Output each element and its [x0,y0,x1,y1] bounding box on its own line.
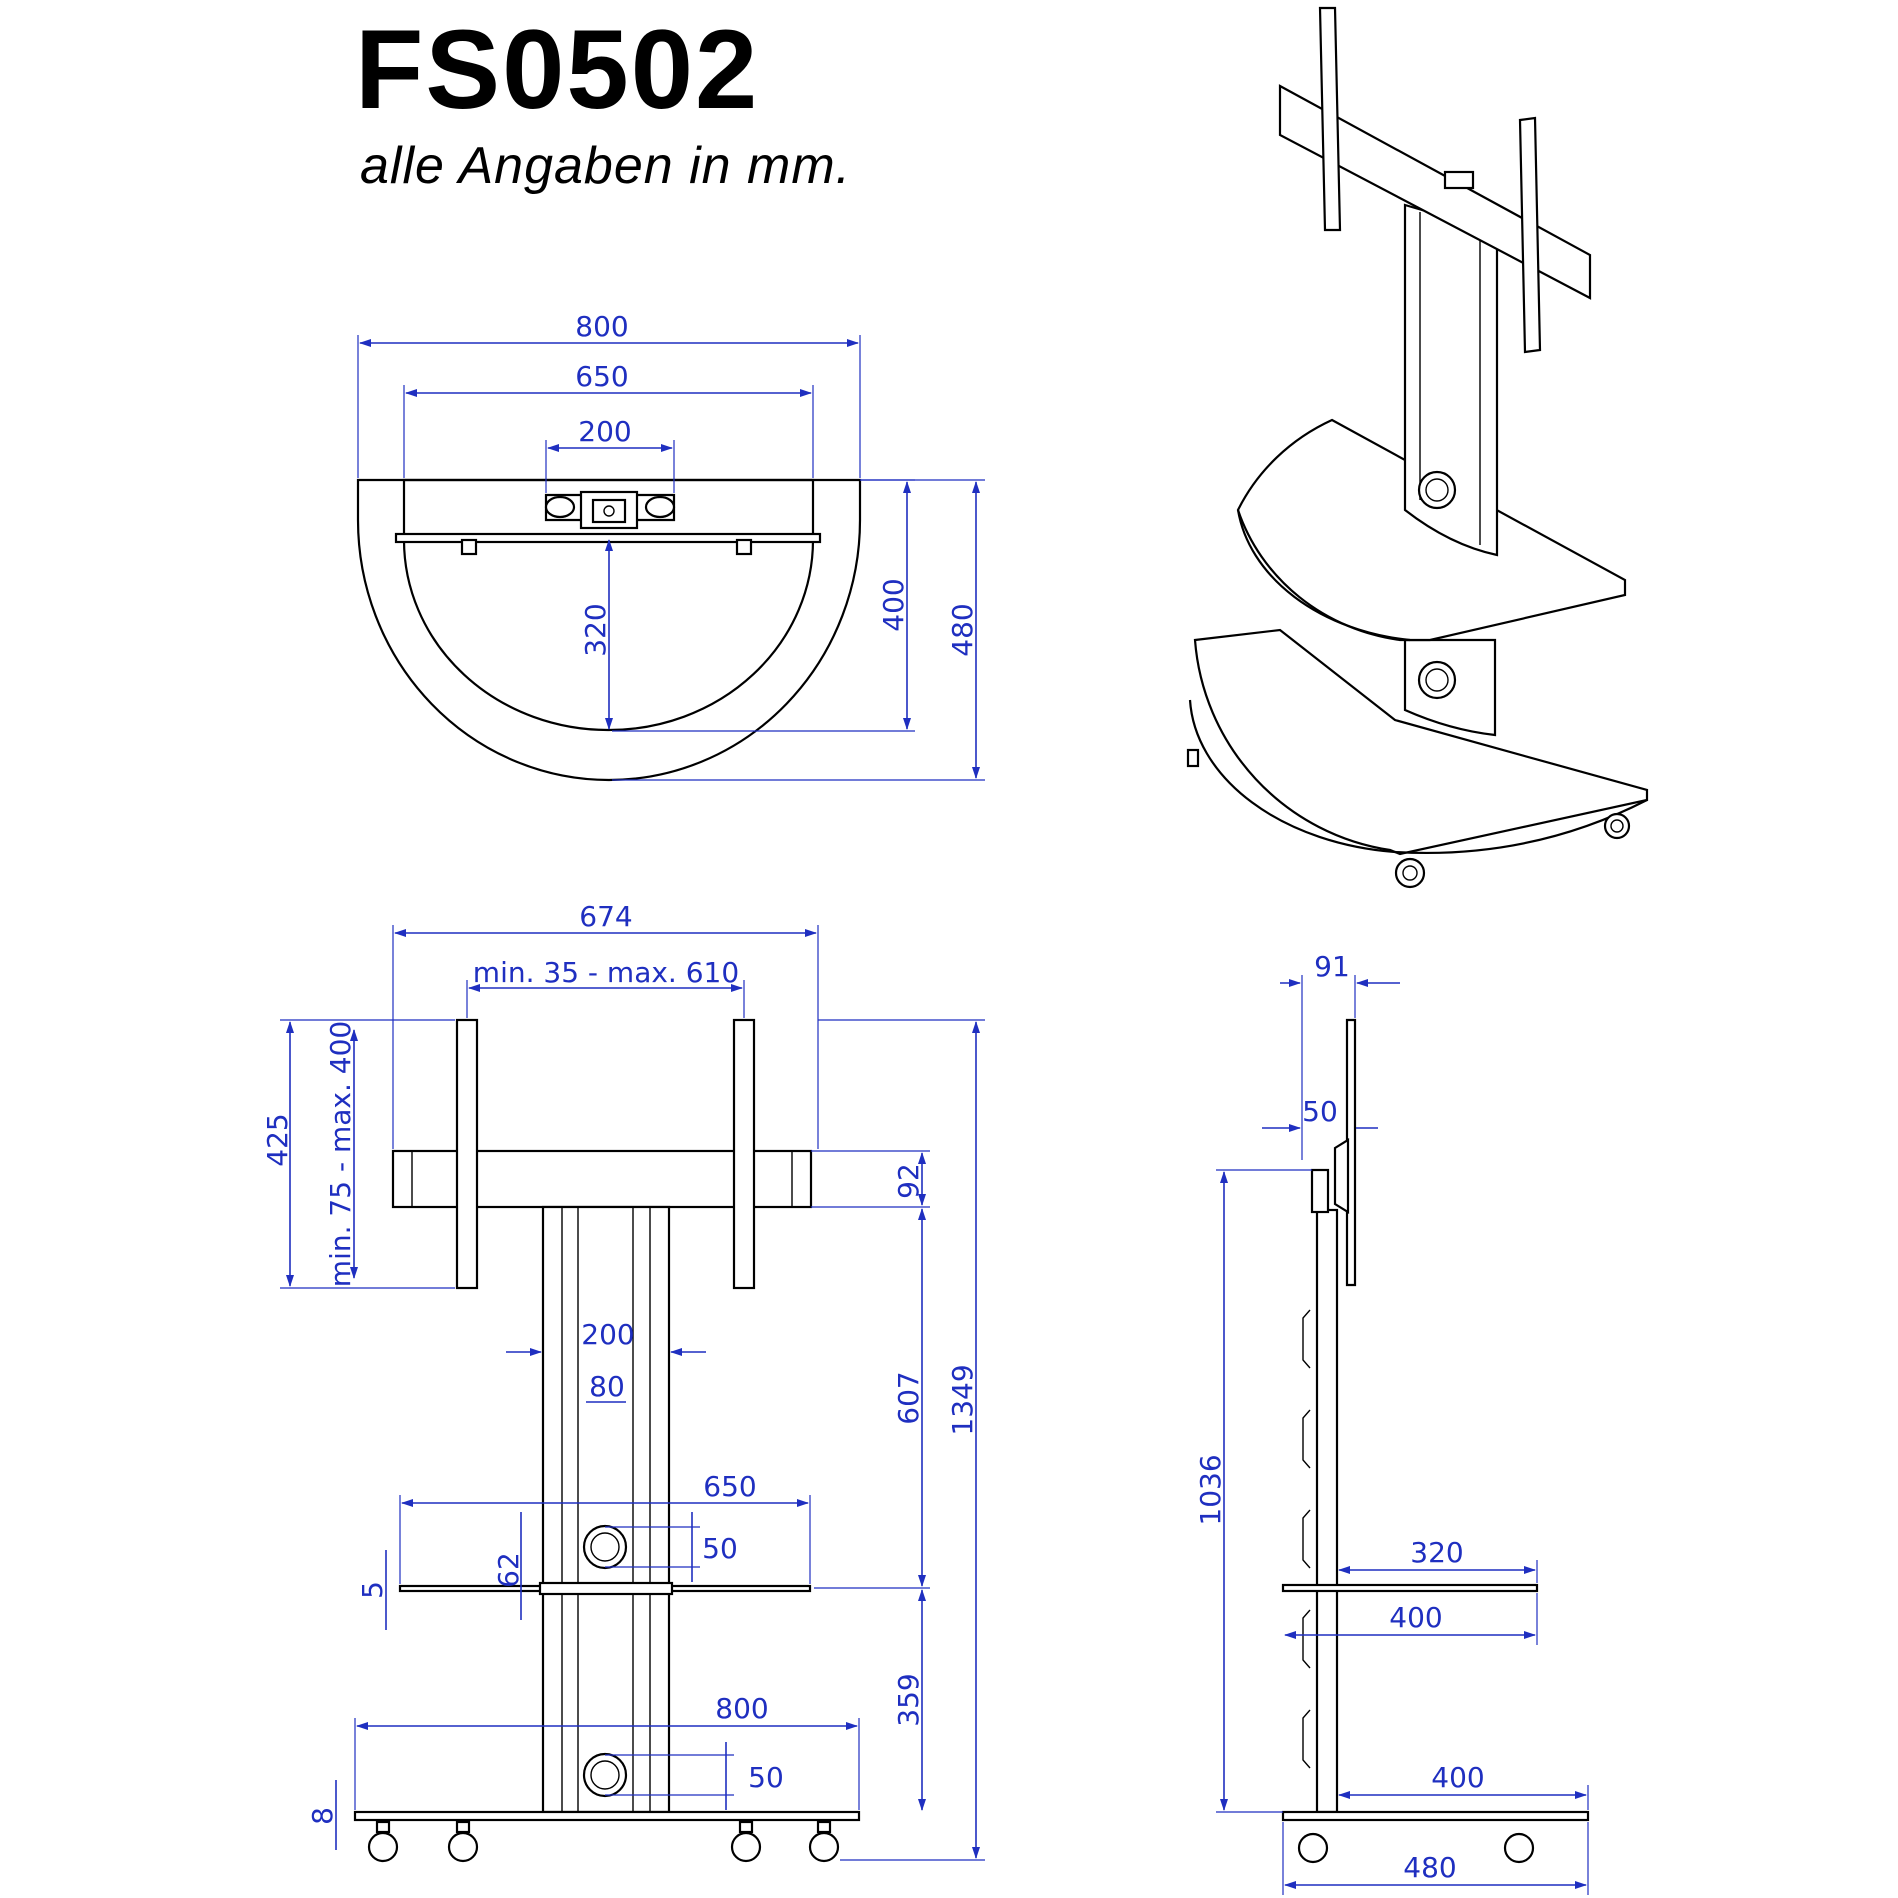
dim-front-425: 425 [261,1113,294,1166]
dim-front-hole-lower: 50 [748,1761,784,1794]
dim-front-vesa-v: min. 75 - max. 400 [324,1021,357,1287]
dim-front-359: 359 [892,1673,925,1726]
dim-front-800: 800 [715,1692,768,1725]
front-view: 674 min. 35 - max. 610 425 min. 75 - max… [261,900,985,1863]
isometric-view [1186,6,1649,889]
dim-side-91: 91 [1314,950,1350,983]
dim-front-hole-upper: 50 [702,1532,738,1565]
dim-top-480: 480 [946,603,979,656]
top-shelf-inner [402,478,815,732]
model-title: FS0502 [355,7,760,132]
dim-side-320: 320 [1410,1536,1463,1569]
dim-top-320: 320 [579,603,612,656]
dim-front-607: 607 [892,1371,925,1424]
front-bracket-right [732,1018,756,1290]
iso-crossbar [1278,84,1592,300]
front-bracket-left [455,1018,479,1290]
dim-front-1349: 1349 [946,1364,979,1435]
dim-front-8: 8 [306,1807,339,1825]
dim-front-92: 92 [892,1163,925,1199]
dim-top-400: 400 [877,578,910,631]
top-shelf-outline [356,478,862,782]
dim-front-80: 80 [589,1370,625,1403]
dim-side-1036: 1036 [1194,1454,1227,1525]
dim-side-base-400: 400 [1431,1761,1484,1794]
side-view: 91 50 1036 320 400 400 480 [1194,950,1590,1895]
iso-bracket-right [1518,116,1542,354]
side-base [1281,1810,1590,1822]
dim-side-400: 400 [1389,1601,1442,1634]
top-rail [394,532,822,544]
iso-column [1403,203,1499,557]
front-base [353,1810,861,1822]
side-shelf [1281,1583,1539,1593]
dim-top-200: 200 [578,415,631,448]
dim-side-480: 480 [1403,1851,1456,1884]
dim-top-650: 650 [575,360,628,393]
dim-front-650: 650 [703,1470,756,1503]
top-view: 800 650 200 320 400 480 [356,310,985,782]
dim-front-vesa-h: min. 35 - max. 610 [473,956,739,989]
units-note: alle Angaben in mm. [360,137,852,195]
dim-top-800: 800 [575,310,628,343]
dim-front-674: 674 [579,900,632,933]
dim-side-50: 50 [1302,1095,1338,1128]
dim-front-200: 200 [581,1318,634,1351]
dim-front-5: 5 [356,1581,389,1599]
front-column [541,1205,671,1814]
front-casters [367,1820,840,1863]
dim-front-62: 62 [492,1552,525,1588]
iso-bracket-left [1318,6,1342,232]
side-column [1315,1208,1339,1814]
